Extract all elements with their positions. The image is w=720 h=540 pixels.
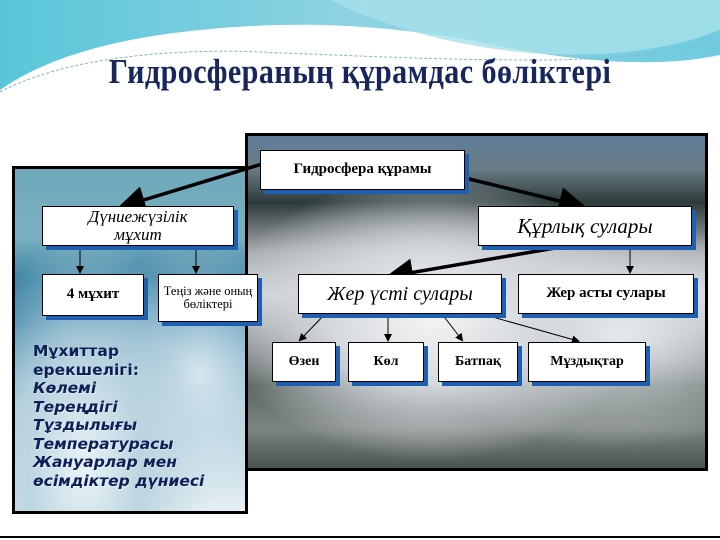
land-waters-box: Құрлық сулары	[478, 206, 692, 246]
bottom-divider	[0, 536, 720, 538]
world-ocean-label: Дүниежүзілік мұхит	[88, 207, 188, 244]
land-waters-label: Құрлық сулары	[517, 213, 653, 238]
header-wave-decoration	[0, 0, 720, 93]
world-ocean-box: Дүниежүзілік мұхит	[42, 206, 234, 246]
feature-item: Тұздылығы	[33, 416, 138, 434]
feature-item: Жануарлар мен	[33, 453, 177, 471]
ground-waters-box: Жер асты сулары	[518, 274, 694, 314]
feature-item: өсімдіктер дүниесі	[33, 471, 205, 490]
lake-label: Көл	[373, 353, 399, 369]
feature-item: Температурасы	[33, 434, 174, 453]
glaciers-label: Мұздықтар	[550, 353, 624, 369]
feature-item: Көлемі	[33, 379, 97, 397]
glaciers-box: Мұздықтар	[528, 342, 646, 382]
seas-label: Теңіз және оның бөліктері	[163, 283, 253, 311]
slide-title: Гидросфераның құрамдас бөліктері	[108, 52, 612, 91]
surface-waters-box: Жер үсті сулары	[298, 274, 502, 314]
surface-waters-label: Жер үсті сулары	[327, 282, 473, 305]
root-box-label: Гидросфера құрамы	[293, 161, 432, 178]
seas-box: Теңіз және оның бөліктері	[158, 274, 258, 322]
ocean-features-list: Мұхиттар ерекшелігі: Көлемі Тереңдігі Тұ…	[33, 342, 204, 490]
river-box: Өзен	[272, 342, 336, 382]
swamp-box: Батпақ	[438, 342, 518, 382]
four-oceans-label: 4 мұхит	[66, 286, 120, 303]
features-heading-line1: Мұхиттар	[33, 342, 119, 360]
four-oceans-box: 4 мұхит	[42, 274, 144, 316]
features-heading-line2: ерекшелігі:	[33, 360, 139, 379]
lake-box: Көл	[348, 342, 424, 382]
root-box-hydrosphere-composition: Гидросфера құрамы	[260, 150, 465, 190]
swamp-label: Батпақ	[455, 353, 501, 369]
river-label: Өзен	[288, 353, 320, 369]
ground-waters-label: Жер асты сулары	[546, 285, 666, 302]
feature-item: Тереңдігі	[33, 397, 118, 416]
